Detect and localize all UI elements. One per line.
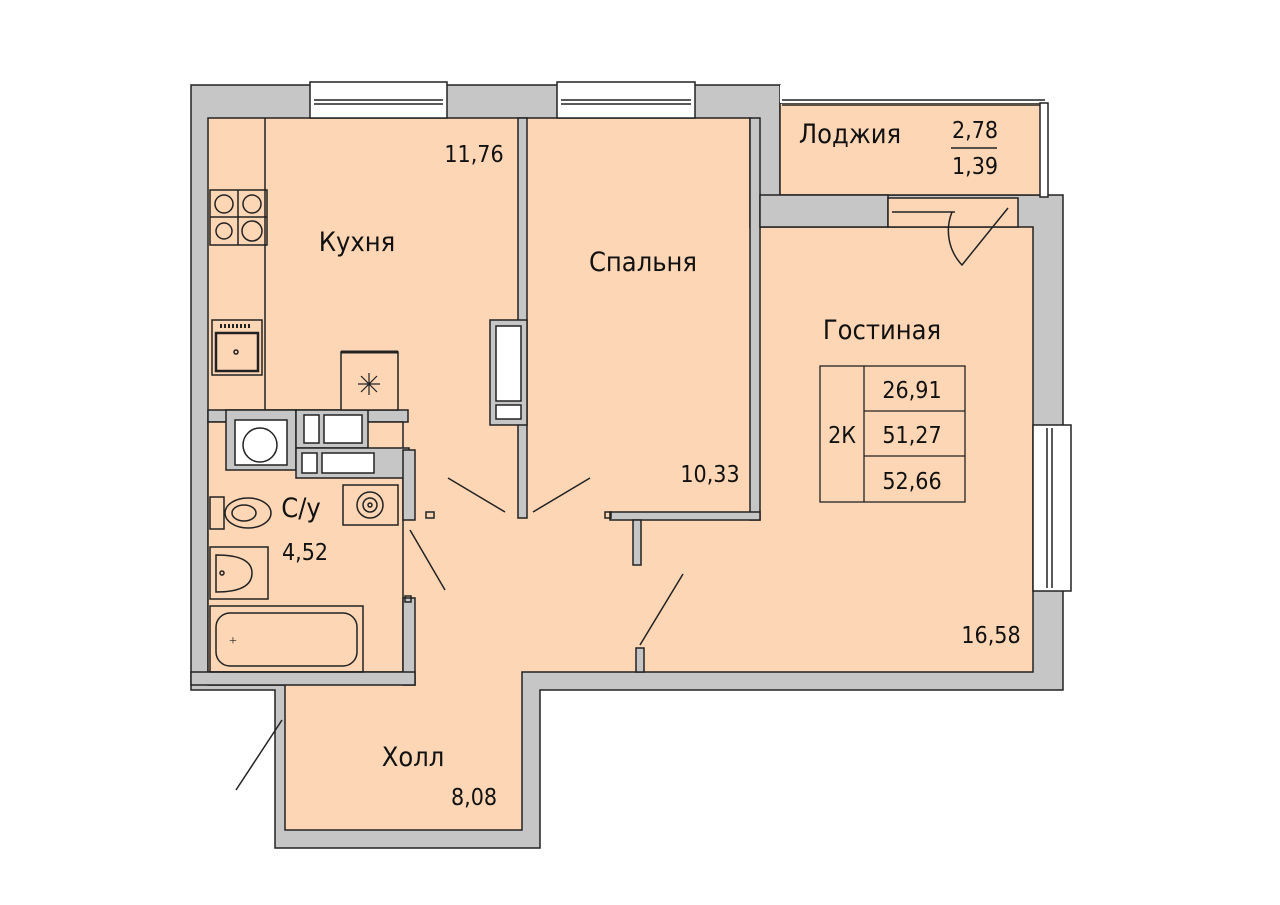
loggia-side-glazing [1039,102,1049,198]
total-with-loggia: 52,66 [882,469,941,495]
bathroom-label: С/у [281,493,321,524]
loggia-area-reduced: 1,39 [952,154,998,180]
washing-machine-icon [234,419,288,466]
total-area: 51,27 [882,423,941,449]
door-swings [235,477,684,791]
hall-label: Холл [382,742,445,773]
ventilation-icon [340,350,399,411]
wall-loggia-living [759,194,889,228]
window-bedroom [556,81,696,119]
apartment-type: 2К [828,423,856,449]
washbasin-icon [209,546,269,600]
bedroom-label: Спальня [589,247,697,278]
sink-icon [211,319,263,376]
summary-table [819,365,966,503]
stove-icon [209,189,268,246]
window-living [1032,424,1072,592]
loggia-wall [780,85,1060,103]
wall-bedroom-living [749,117,761,521]
living-area: 26,91 [882,378,941,404]
hall-area: 8,08 [451,785,497,811]
window-kitchen [309,81,448,119]
loggia-label: Лоджия [799,119,901,150]
boiler-icon [342,484,399,526]
living-label: Гостиная [823,315,941,346]
wall-kitchen-bedroom [517,117,528,519]
wall-bathroom-bottom [190,671,416,686]
wall-bathroom-right [402,449,416,521]
wall-bedroom-bottom [609,511,761,521]
loggia-floor [779,102,1043,196]
bathtub-icon: + [209,605,364,673]
wall-corridor-living [632,519,642,566]
bedroom-area: 10,33 [680,462,739,488]
bathroom-area: 4,52 [282,540,328,566]
loggia-area: 2,78 [952,118,998,144]
svg-text:+: + [229,634,237,649]
toilet-icon [209,496,272,530]
kitchen-area: 11,76 [444,142,503,168]
kitchen-label: Кухня [319,227,395,258]
living-area-room: 16,58 [961,623,1020,649]
